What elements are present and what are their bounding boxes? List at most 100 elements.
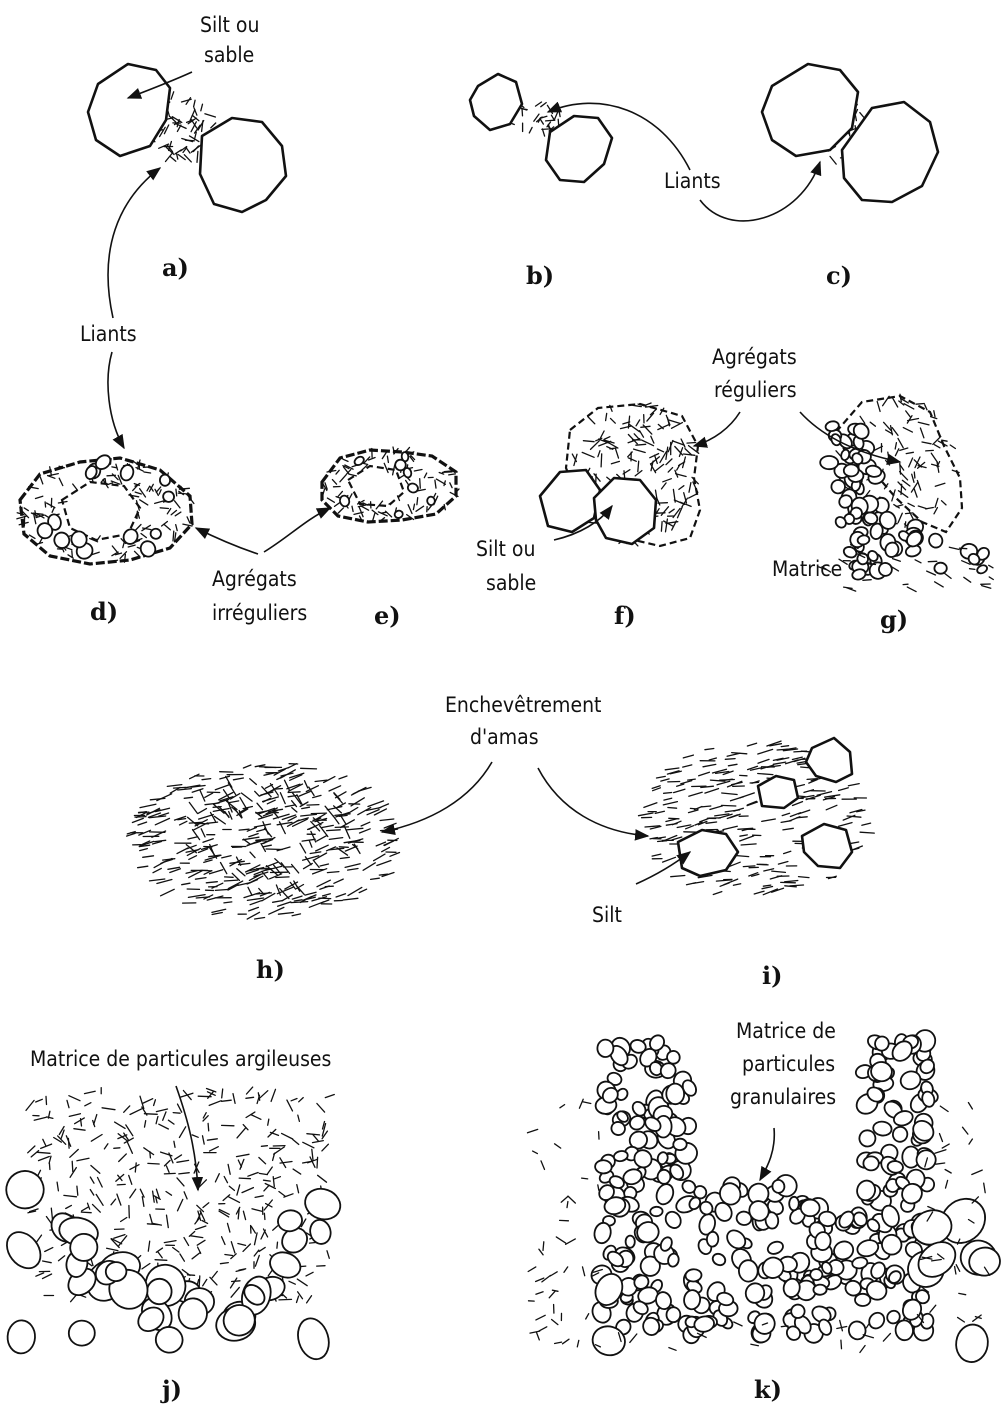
clay-particle-mark — [293, 1140, 299, 1145]
arrow-matrice-k — [760, 1128, 774, 1180]
clay-particle-mark — [150, 798, 165, 799]
label-agregats-reguliers-1: Agrégats — [712, 345, 797, 369]
clay-particle-mark — [259, 1158, 266, 1164]
clay-particle-mark — [232, 1281, 240, 1282]
clay-particle-mark — [77, 1186, 78, 1195]
sand-grain — [842, 102, 938, 202]
label-matrice-argileuses: Matrice de particules argileuses — [30, 1047, 331, 1071]
clay-particle-mark — [408, 505, 412, 514]
clay-particle-mark — [305, 892, 316, 895]
clay-particle-mark — [26, 1100, 34, 1110]
clay-particle-mark — [150, 1152, 151, 1158]
label-matrice: Matrice — [772, 557, 842, 581]
clay-particle-mark — [934, 445, 940, 448]
clay-particle-mark — [117, 1184, 125, 1185]
clay-particle-mark — [36, 1273, 44, 1276]
clay-particle-mark — [782, 813, 789, 815]
clay-particle-mark — [549, 1291, 555, 1298]
panel-label-j: j) — [160, 1375, 182, 1404]
clay-particle-mark — [164, 1173, 175, 1174]
granular-particle — [866, 1310, 887, 1332]
clay-particle-mark — [679, 486, 684, 490]
clay-particle-mark — [238, 1244, 246, 1246]
clay-particle-mark — [264, 1180, 271, 1181]
granular-particle — [625, 1236, 634, 1248]
label-silt: Silt — [592, 903, 622, 927]
clay-particle-mark — [529, 127, 532, 132]
clay-particle-mark — [273, 1226, 278, 1230]
clay-particle-mark — [930, 1305, 936, 1312]
clay-particle-mark — [156, 1109, 167, 1112]
label-liants-left: Liants — [80, 322, 137, 346]
clay-particle-mark — [583, 441, 594, 442]
clay-particle-mark — [167, 1215, 169, 1227]
clay-particle-mark — [940, 1134, 943, 1142]
clay-particle-mark — [770, 876, 781, 879]
clay-particle-mark — [661, 522, 662, 532]
clay-particle-mark — [536, 102, 542, 106]
granular-particle — [789, 1197, 799, 1211]
clay-particle-mark — [138, 822, 147, 825]
clay-particle-mark — [203, 1136, 205, 1144]
clay-particle-mark — [220, 1263, 228, 1264]
clay-particle-mark — [300, 843, 306, 853]
clay-particle-mark — [629, 424, 640, 432]
label-silt-ou-sable-f-1: Silt ou — [476, 537, 535, 561]
clay-particle-mark — [945, 573, 952, 578]
clay-particle-mark — [669, 1348, 676, 1351]
granular-particle — [597, 1039, 614, 1057]
panel-d-drawing — [17, 452, 194, 564]
panel-j-drawing — [0, 1087, 345, 1363]
clay-particle-mark — [215, 1174, 219, 1182]
clay-particle-mark — [189, 802, 197, 813]
clay-particle-mark — [658, 837, 665, 838]
clay-particle-mark — [306, 1272, 313, 1276]
panel-a-drawing — [88, 64, 286, 212]
clay-particle-mark — [860, 1346, 865, 1353]
clay-particle-mark — [762, 887, 773, 889]
clay-particle-mark — [142, 1099, 152, 1104]
clay-particle-mark — [783, 828, 793, 830]
clay-particle-mark — [888, 452, 889, 459]
clay-particle-mark — [917, 481, 920, 491]
clay-particle-mark — [904, 404, 914, 409]
clay-particle-mark — [71, 1295, 77, 1302]
clay-particle-mark — [231, 1242, 235, 1253]
clay-particle-mark — [336, 894, 345, 897]
clay-particle-mark — [135, 817, 146, 818]
clay-particle-mark — [246, 1097, 254, 1098]
clay-particle-mark — [908, 503, 914, 506]
clay-particle-mark — [703, 764, 716, 766]
clay-particle-mark — [73, 484, 78, 490]
clay-particle-mark — [635, 471, 642, 476]
silt-grain — [806, 738, 852, 782]
clay-particle-mark — [989, 565, 993, 568]
clay-particle-mark — [177, 1160, 189, 1162]
clay-particle-mark — [344, 826, 350, 838]
clay-particle-mark — [237, 1128, 245, 1138]
clay-particle-mark — [210, 1277, 217, 1285]
clay-particle-mark — [155, 501, 164, 504]
granular-particle — [293, 1315, 333, 1363]
clay-particle-mark — [731, 797, 744, 801]
granular-particle — [650, 1206, 663, 1216]
clay-particle-mark — [705, 789, 719, 794]
clay-particle-mark — [681, 439, 685, 447]
clay-particle-mark — [895, 443, 896, 449]
clay-particle-mark — [528, 1129, 538, 1132]
granular-particle — [711, 1252, 728, 1268]
clay-particle-mark — [568, 1196, 575, 1203]
clay-particle-mark — [684, 454, 695, 455]
clay-particle-mark — [292, 914, 300, 916]
clay-particle-mark — [255, 918, 265, 920]
clay-particle-mark — [177, 1178, 184, 1186]
clay-particle-mark — [541, 120, 544, 125]
clay-particle-mark — [862, 823, 871, 825]
clay-particle-mark — [237, 1154, 250, 1156]
clay-particle-mark — [231, 1254, 236, 1259]
clay-particle-mark — [250, 779, 256, 785]
granular-particle — [353, 455, 365, 467]
clay-particle-mark — [273, 1177, 274, 1187]
clay-particle-mark — [841, 1340, 842, 1349]
clay-particle-mark — [50, 467, 52, 476]
